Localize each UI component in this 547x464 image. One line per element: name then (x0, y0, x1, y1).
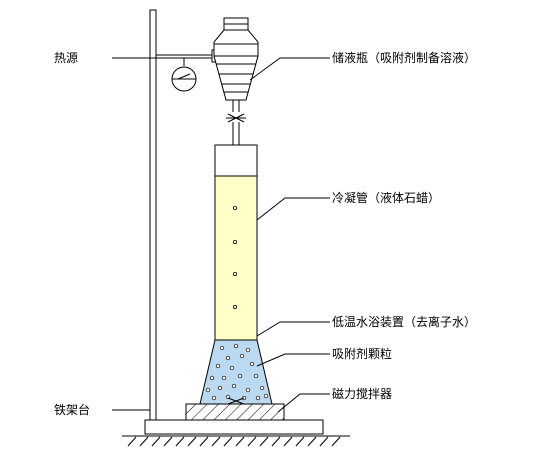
label-stirrer: 磁力搅拌器 (332, 386, 392, 401)
label-stand: 铁架台 (54, 402, 90, 417)
funnel-bulb (213, 29, 259, 101)
leader-lines (112, 57, 330, 413)
leader-particles (256, 353, 330, 367)
magnetic-stirrer (185, 403, 285, 421)
stopcock (226, 113, 246, 123)
condenser-tube (214, 144, 258, 341)
label-condenser: 冷凝管（液体石蜡） (332, 190, 440, 205)
heat-source-gauge (171, 58, 197, 92)
stand-base (144, 419, 324, 435)
stir-bar (227, 397, 245, 405)
paraffin-liquid (216, 176, 256, 340)
ground-hatch (127, 436, 341, 447)
water-bath-flask (199, 339, 273, 405)
reservoir-funnel (213, 17, 259, 166)
leader-condenser (256, 197, 330, 221)
label-heat-source: 热源 (54, 51, 78, 65)
label-particles: 吸附剂颗粒 (332, 346, 392, 361)
leader-stirrer (277, 393, 330, 413)
leader-reservoir (249, 57, 330, 81)
leader-bath (256, 321, 330, 337)
adsorbent-particles (205, 343, 269, 401)
clamp-arm (156, 49, 223, 63)
label-bath: 低温水浴装置（去离子水） (332, 314, 476, 329)
label-reservoir: 储液瓶（吸附剂制备溶液） (332, 50, 476, 65)
stand-rod (149, 9, 157, 423)
condenser-droplets (232, 205, 237, 309)
iron-stand (122, 9, 350, 447)
